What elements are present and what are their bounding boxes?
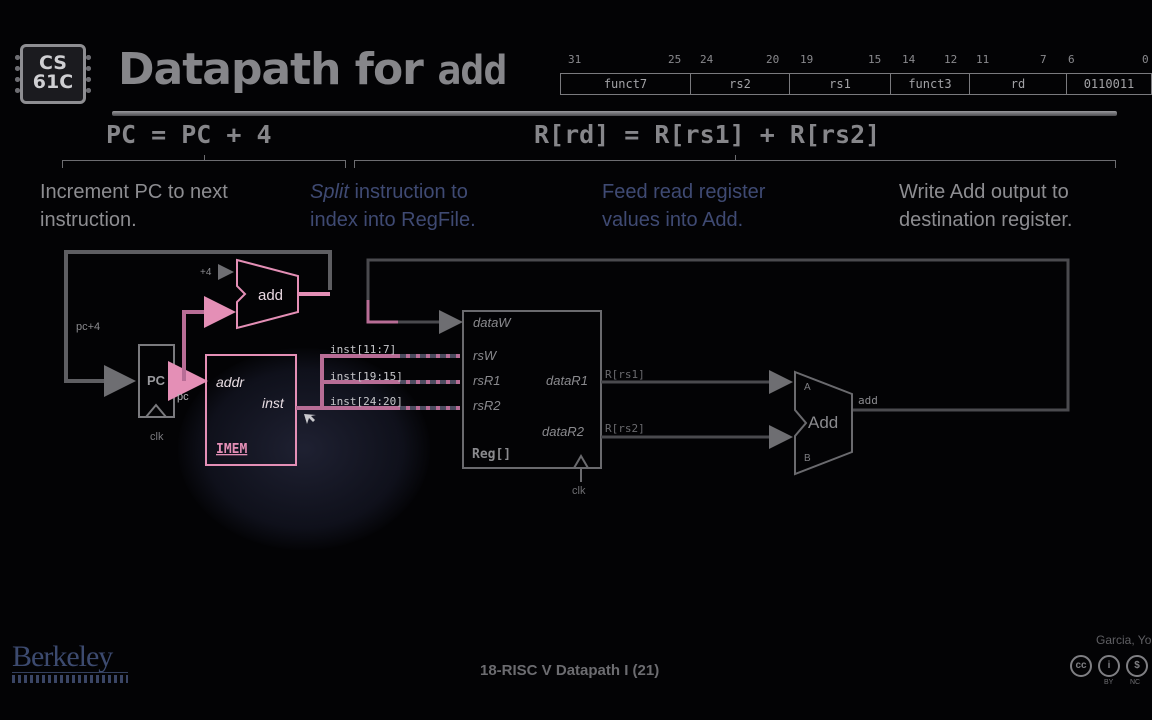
rs1-bus-label: R[rs1] [605,368,645,381]
title-rule [112,111,1117,116]
bit-label: 25 [668,53,682,66]
alu-a-label: A [804,382,811,393]
plus4-label: +4 [200,267,212,278]
mouse-cursor-icon [304,414,316,424]
writeback-wire-highlight [366,300,398,324]
bit-label: 24 [700,53,714,66]
bit-label: 11 [976,53,990,66]
desc-split-italic: Split [310,181,349,203]
slide-title: Datapath for add [118,44,507,95]
cc-by-label: BY [1104,679,1114,686]
pc-to-adder-wire [182,296,236,381]
regfile-rsr2-label: rsR2 [473,398,501,413]
bit-label: 20 [766,53,780,66]
bit-label: 19 [800,53,814,66]
desc-feed-registers: Feed read register values into Add. [602,181,766,231]
inst-rs1-label: inst[19:15] [330,370,403,383]
reg-brace [354,155,1116,168]
cc-nc-icon: $ [1126,655,1148,677]
pc4-feedback-wire [64,250,332,397]
creative-commons-badge: cc i $ BY NC [1068,652,1152,688]
regfile-clk-label: clk [572,485,586,497]
alu-b-label: B [804,453,811,464]
bit-label: 15 [868,53,882,66]
desc-split-rest: instruction to index into RegFile. [310,181,476,231]
inst-rs2-label: inst[24:20] [330,395,403,408]
regfile-datar1-label: dataR1 [546,373,588,388]
alu-add [794,370,853,476]
bit-label: 14 [902,53,916,66]
alu-label: Add [808,413,838,432]
pc-adder [236,258,299,330]
reg-equation: R[rd] = R[rs1] + R[rs2] [534,120,881,149]
inst-rd-label: inst[11:7] [330,343,396,356]
bit-label: 31 [568,53,582,66]
pc-adder-label: add [258,287,283,304]
pc-equation: PC = PC + 4 [106,120,272,149]
berkeley-logo: Berkeley [12,640,113,673]
imem-name-label: IMEM [216,442,247,457]
berkeley-logo-subline [12,672,128,684]
imem-addr-label: addr [216,374,245,390]
bit-label: 6 [1068,53,1075,66]
pc-register-label: PC [147,373,166,388]
desc-write-output: Write Add output to destination register… [899,181,1073,231]
cs61c-logo: CS 61C [15,44,91,104]
cc-nc-label: NC [1130,679,1141,686]
regfile-dataw-label: dataW [473,315,512,330]
pc-clk-label: clk [150,431,164,443]
bit-label: 0 [1142,53,1149,66]
slide-title-prefix: Datapath for [118,44,438,95]
pc4-label: pc+4 [76,321,100,333]
regfile-name-label: Reg[] [472,447,511,462]
desc-increment-pc: Increment PC to next instruction. [40,181,228,231]
desc-split-instruction: Split instruction to index into RegFile. [310,178,510,234]
regfile-rsw-label: rsW [473,348,498,363]
cc-icon: cc [1070,655,1092,677]
regfile-datar2-label: dataR2 [542,424,585,439]
pc-brace [62,155,346,168]
alu-out-label: add [858,394,878,407]
rs2-bus-label: R[rs2] [605,422,645,435]
imem-inst-label: inst [262,395,285,411]
pc-clk-triangle [145,403,167,418]
cc-by-icon: i [1098,655,1120,677]
pc-wire-label: pc [177,391,189,403]
regfile-clk-triangle [573,454,589,469]
regfile-rsr1-label: rsR1 [473,373,500,388]
bit-label: 7 [1040,53,1047,66]
footer-author: Garcia, Yo [1096,633,1152,647]
slide-title-mono: add [437,48,507,94]
register-file [462,310,602,469]
footer-slide-label: 18-RISC V Datapath I (21) [480,662,660,679]
bit-label: 12 [944,53,958,66]
